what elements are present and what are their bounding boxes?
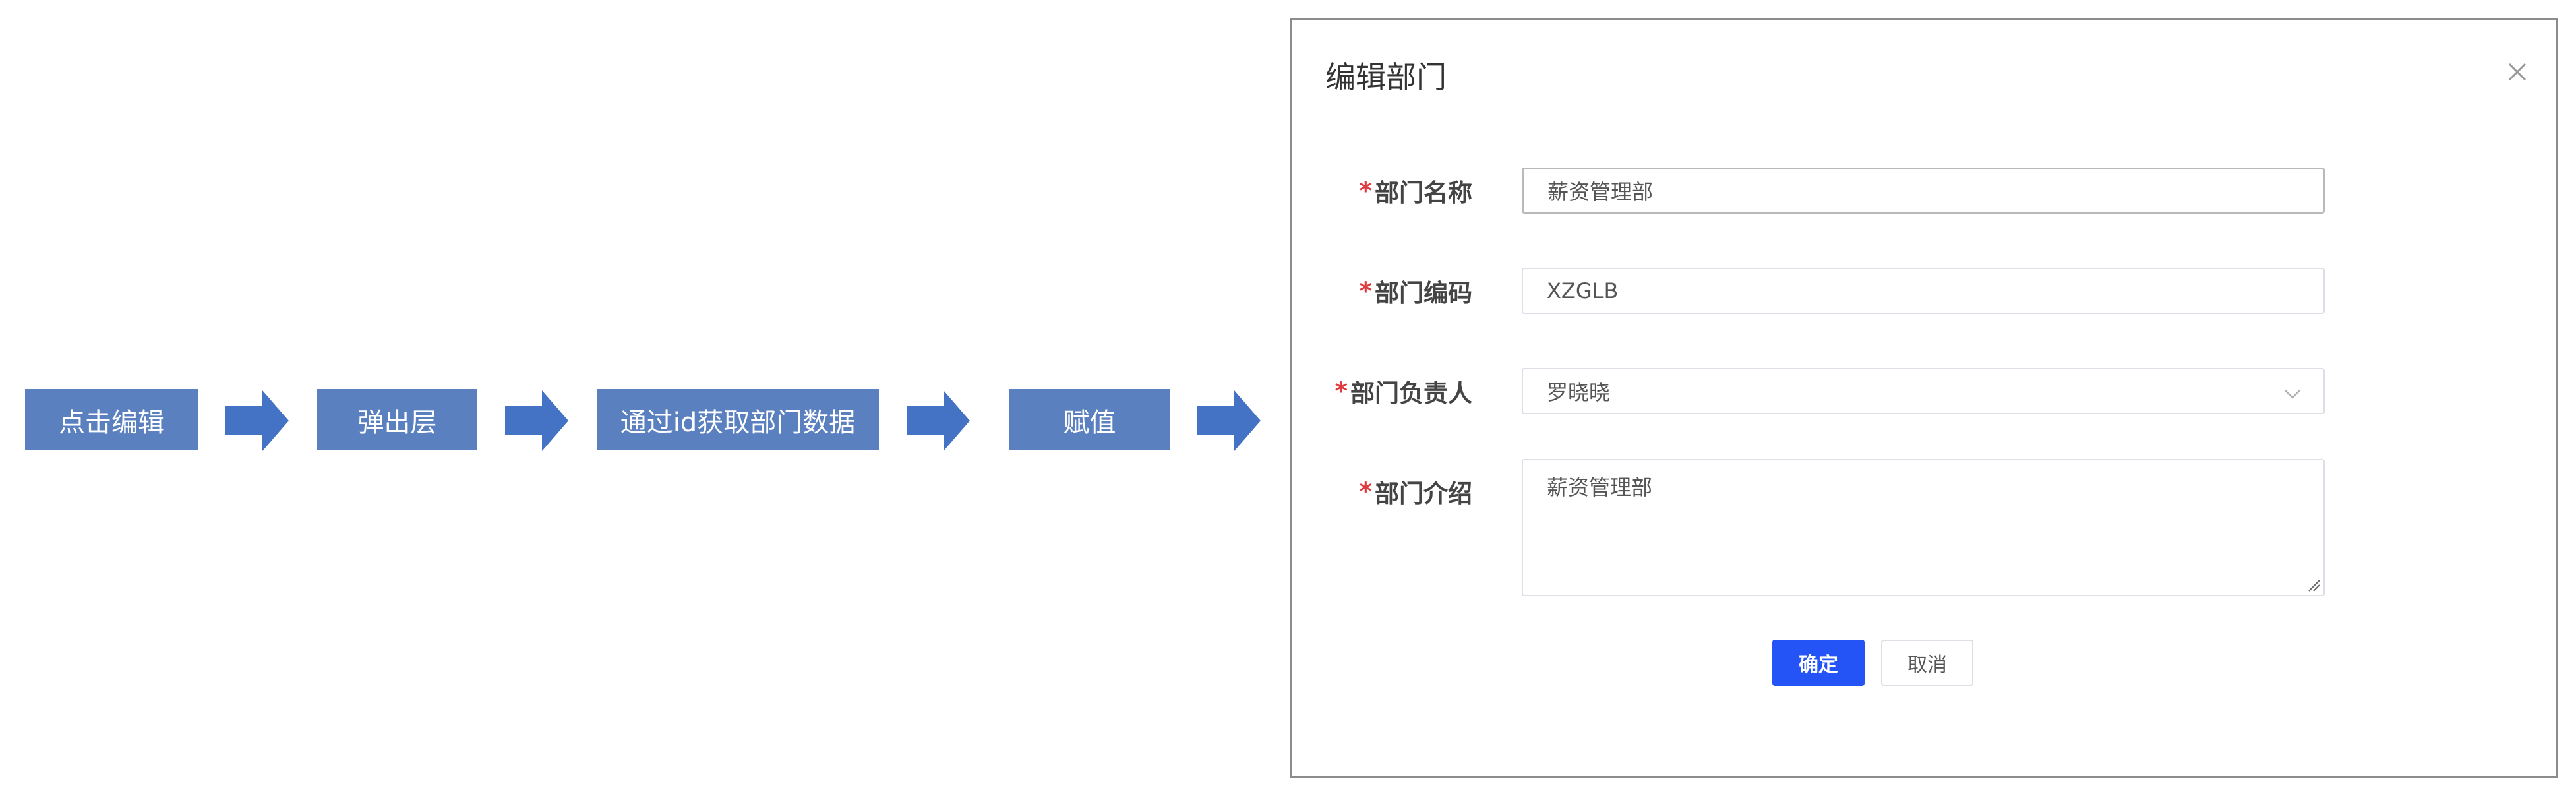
dialog-title: 编辑部门 bbox=[1325, 59, 1447, 95]
department-intro-label: * 部门介绍 bbox=[1360, 474, 1472, 509]
department-name-label: * 部门名称 bbox=[1360, 173, 1472, 208]
flow-step-label: 弹出层 bbox=[357, 407, 437, 438]
required-star: * bbox=[1359, 477, 1372, 506]
required-star: * bbox=[1334, 377, 1348, 406]
flow-step-label: 赋值 bbox=[1063, 407, 1116, 438]
label-text: 部门介绍 bbox=[1375, 479, 1472, 508]
flow-arrow-icon bbox=[505, 390, 568, 451]
flow-arrow-icon bbox=[1197, 390, 1261, 451]
flow-step-label: 通过id获取部门数据 bbox=[620, 407, 856, 438]
department-code-input[interactable]: XZGLB bbox=[1522, 268, 2325, 314]
flow-step-assign: 赋值 bbox=[1009, 389, 1170, 450]
label-text: 部门名称 bbox=[1375, 179, 1472, 207]
department-manager-select[interactable]: 罗晓晓 bbox=[1522, 368, 2325, 414]
department-intro-textarea[interactable]: 薪资管理部 bbox=[1522, 459, 2325, 596]
select-value: 罗晓晓 bbox=[1547, 380, 1611, 405]
flow-step-fetch-data: 通过id获取部门数据 bbox=[597, 389, 879, 450]
required-star: * bbox=[1359, 176, 1372, 205]
close-icon[interactable] bbox=[2504, 59, 2531, 85]
input-value: 薪资管理部 bbox=[1547, 179, 1654, 204]
cancel-button[interactable]: 取消 bbox=[1881, 640, 1973, 686]
label-text: 部门编码 bbox=[1375, 279, 1472, 307]
confirm-button[interactable]: 确定 bbox=[1772, 640, 1865, 686]
department-code-label: * 部门编码 bbox=[1360, 273, 1472, 309]
textarea-value: 薪资管理部 bbox=[1547, 475, 1653, 500]
flow-step-label: 点击编辑 bbox=[59, 407, 164, 438]
department-name-input[interactable]: 薪资管理部 bbox=[1522, 168, 2325, 214]
department-manager-label: * 部门负责人 bbox=[1335, 373, 1472, 409]
flow-step-popup: 弹出层 bbox=[317, 389, 477, 450]
input-value: XZGLB bbox=[1547, 278, 1619, 303]
label-text: 部门负责人 bbox=[1350, 379, 1472, 408]
flow-step-click-edit: 点击编辑 bbox=[25, 389, 198, 450]
flow-arrow-icon bbox=[907, 390, 970, 451]
flow-arrow-icon bbox=[225, 390, 289, 451]
chevron-down-icon[interactable] bbox=[2281, 383, 2304, 405]
required-star: * bbox=[1359, 276, 1372, 305]
resize-handle-icon[interactable] bbox=[2305, 576, 2321, 592]
